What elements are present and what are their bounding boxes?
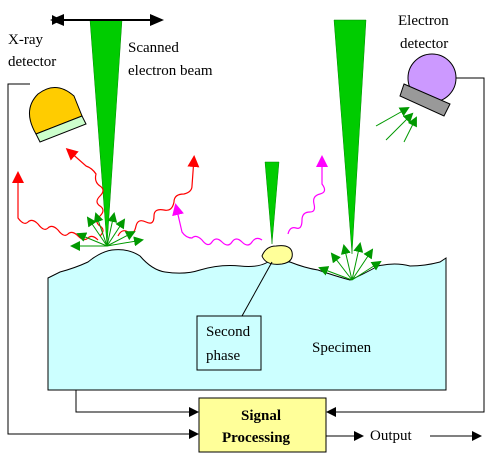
second-phase-label-2: phase — [206, 348, 240, 364]
xray-detector-label-1: X-ray — [8, 32, 43, 48]
beam-label-2: electron beam — [128, 63, 213, 79]
scan-arrow-head-left — [50, 14, 64, 26]
xray-red-arrow-1 — [12, 171, 99, 241]
electron-arrows-right — [318, 242, 382, 281]
small-beam-middle — [264, 161, 280, 245]
second-phase-label-1: Second — [206, 324, 251, 340]
signal-processing-label-1: Signal — [241, 408, 281, 424]
electron-detector-icon — [399, 53, 457, 117]
output-label: Output — [370, 428, 413, 444]
specimen-label: Specimen — [312, 340, 372, 356]
second-phase-box — [196, 315, 262, 371]
xray-red-arrow-3 — [117, 155, 200, 237]
xray-magenta-arrow-2 — [287, 155, 328, 235]
second-phase-particle — [261, 245, 293, 265]
xray-detector-icon — [29, 87, 87, 143]
fixed-beam-right — [333, 19, 367, 255]
signal-processing-label-2: Processing — [222, 430, 291, 446]
second-phase-pointer — [241, 261, 273, 317]
scanned-beam-left — [89, 19, 123, 247]
scan-arrow-head-right — [150, 14, 164, 26]
signal-connections — [7, 77, 485, 439]
signal-processing-box — [198, 397, 327, 453]
xray-magenta-arrow-1 — [172, 203, 263, 246]
xray-red-arrow-2 — [65, 148, 104, 237]
xray-detector-label-2: detector — [8, 54, 56, 70]
electron-detector-label-1: Electron — [398, 13, 449, 29]
electron-arrows-to-detector — [375, 107, 417, 143]
electron-arrows-left — [70, 212, 144, 251]
beam-label-1: Scanned — [128, 40, 179, 56]
electron-detector-label-2: detector — [400, 36, 448, 52]
